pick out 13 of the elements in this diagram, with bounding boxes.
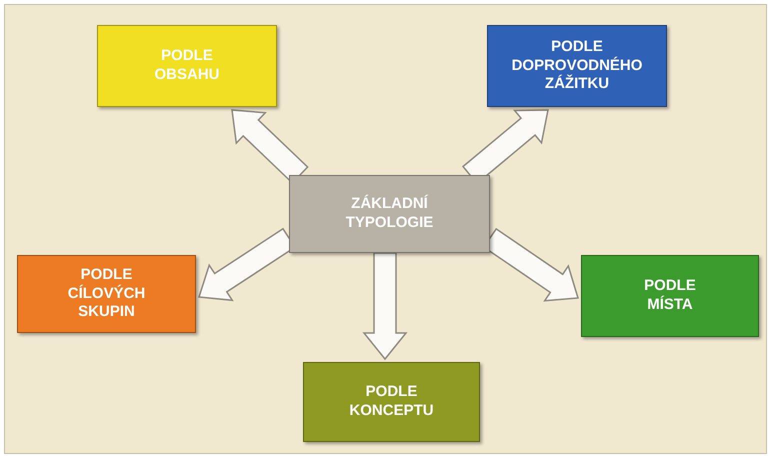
category-box: [487, 25, 667, 107]
category-box: [17, 255, 196, 333]
category-box: [97, 25, 277, 107]
box-label: ZÁKLADNÍ TYPOLOGIE: [344, 195, 434, 233]
box-label: PODLE DOPROVODNÉHO ZÁŽITKU: [510, 38, 644, 94]
box-label: PODLE CÍLOVÝCH SKUPIN: [66, 266, 146, 322]
box-label: PODLE OBSAHU: [153, 47, 220, 85]
category-box: [303, 362, 480, 442]
block-arrow: [362, 252, 408, 360]
box-label: PODLE KONCEPTU: [348, 383, 435, 421]
box-label: PODLE MÍSTA: [643, 277, 697, 315]
central-box: [289, 175, 490, 253]
category-box: [581, 255, 759, 337]
